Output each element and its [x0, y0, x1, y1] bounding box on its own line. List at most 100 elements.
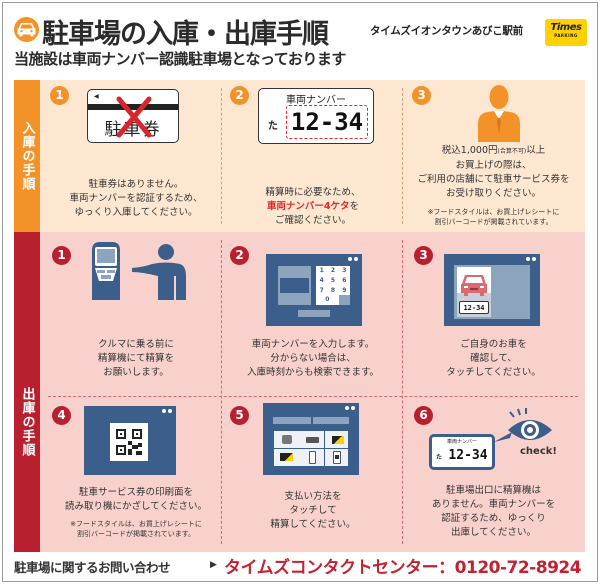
divider — [402, 88, 403, 224]
screen-button — [298, 310, 330, 317]
logo-sub-text: PARKING — [554, 33, 578, 38]
step-description: クルマに乗る前に 精算機にて精算を お願いします。 — [54, 338, 218, 380]
exit-side-label: 出庫の手順 — [19, 387, 35, 457]
text-line: 入庫時刻からも検索できます。 — [246, 367, 380, 378]
step-description: 駐車券はありません。 車両ナンバーを認証するため、 ゆっくり入庫してください。 — [54, 178, 218, 220]
step-number-badge: 3 — [412, 86, 431, 105]
keypad-key: 4 — [319, 276, 324, 284]
payment-method-screen-icon — [263, 403, 359, 475]
keypad: 1 2 3 4 5 6 7 8 9 0 — [316, 266, 350, 305]
page-subtitle: 当施設は車両ナンバー認識駐車場となっております — [14, 50, 346, 68]
screen-panel — [278, 266, 311, 305]
qr-code-icon — [116, 429, 142, 455]
text-line: タッチしてください。 — [446, 367, 541, 378]
entry-side-tab: 入庫の手順 — [14, 80, 40, 232]
exit-section: 出庫の手順 1 クルマに乗る前に 精算機にて精算を お願いします。 2 — [14, 232, 585, 552]
step-number-badge: 2 — [230, 86, 249, 105]
text-line: 読み取り機にかざしてください。 — [65, 501, 207, 512]
text-line: ゆっくり入庫してください。 — [74, 207, 198, 218]
card-icon — [306, 437, 319, 443]
keypad-key: 6 — [342, 276, 347, 284]
keypad-key: 0 — [325, 296, 330, 304]
payment-machine-person-icon — [92, 242, 186, 300]
text-line: クルマに乗る前に — [98, 339, 174, 350]
step-number-badge: 6 — [414, 406, 433, 425]
step-description: ご自身のお車を 確認して、 タッチしてください。 — [402, 338, 585, 380]
text-line: 駐車券はありません。 — [88, 179, 184, 190]
store-name: タイムズイオンタウンあびこ駅前 — [370, 25, 523, 37]
keypad-key: 3 — [342, 267, 347, 274]
plate-kana: た — [436, 454, 443, 461]
window-dots — [345, 406, 355, 410]
keypad-key: 5 — [330, 276, 336, 284]
note-line: ※フードスタイルは、お買上げレシートに — [70, 520, 202, 528]
text-line: ご確認ください。 — [274, 215, 351, 226]
qr-code-screen-icon — [84, 406, 176, 475]
eye-check-icon — [494, 408, 552, 442]
car-select-screen-icon: 12-34 — [444, 254, 540, 326]
times-logo: Times PARKING — [545, 19, 587, 46]
note-line: 割引バーコードが掲載されています。 — [434, 218, 553, 226]
arrow-right-icon: ▶ — [210, 560, 217, 570]
keypad-blank — [338, 295, 350, 305]
step-description: 精算時に必要なため、 車両ナンバー4ケタを ご確認ください。 — [224, 186, 402, 228]
text-line: タッチして — [289, 505, 337, 516]
text-line: ご自身のお車を — [460, 339, 527, 350]
step-number-badge: 3 — [414, 246, 433, 265]
plate-number: 12-34 — [448, 448, 488, 463]
keypad-key: 2 — [330, 267, 336, 274]
text-line: お願いします。 — [103, 367, 169, 378]
text-fragment: 以上 — [526, 145, 546, 156]
magnetic-stripe — [88, 104, 178, 110]
text-line: 駐車サービス券の印刷面を — [78, 487, 193, 498]
contact-center-phone: タイムズコンタクトセンター：0120-72-8924 — [224, 558, 582, 578]
step-description: 車両ナンバーを入力します。 分からない場合は、 入庫時刻からも検索できます。 — [224, 338, 402, 380]
no-parking-ticket-icon: ◀ 駐車券 — [87, 89, 179, 143]
text-line: 駐車場出口に精算機は — [445, 485, 541, 496]
phone-icon — [309, 451, 316, 464]
check-label: check! — [520, 446, 557, 457]
arrow-left-icon: ◀ — [94, 93, 99, 100]
payment-grid — [273, 430, 349, 467]
prepaid-card-icon — [280, 453, 293, 461]
text-line: 認証するため、ゆっくり — [441, 513, 546, 524]
divider — [48, 396, 578, 397]
keypad-key: 1 — [319, 267, 324, 274]
keypad-key: 9 — [342, 286, 347, 294]
cross-icon — [116, 96, 152, 138]
text-line: 分からない場合は、 — [270, 353, 356, 364]
step-number-badge: 5 — [230, 406, 249, 425]
note-line: ※フードスタイルは、お買上げレシートに — [427, 208, 560, 216]
step-description: 支払い方法を タッチして 精算してください。 — [224, 490, 402, 532]
step-number-badge: 1 — [50, 86, 69, 105]
entry-section: 入庫の手順 1 ◀ 駐車券 駐車券はありません。 車両ナンバーを認証するため、 … — [14, 80, 585, 232]
step-number-badge: 1 — [52, 246, 71, 265]
plate-kana: た — [268, 121, 278, 132]
text-fragment: を — [349, 201, 360, 212]
step-number-badge: 4 — [52, 406, 71, 425]
note-line: 割引バーコードが掲載されています。 — [76, 530, 196, 538]
text-line: お受け取りください。 — [445, 188, 541, 199]
highlight-text: 車両ナンバー4ケタ — [266, 201, 350, 212]
step-note: ※フードスタイルは、お買上げレシートに 割引バーコードが掲載されています。 — [54, 519, 218, 539]
step-description: 駐車サービス券の印刷面を 読み取り機にかざしてください。 — [54, 486, 218, 514]
mini-plate: 12-34 — [459, 301, 489, 314]
entry-side-label: 入庫の手順 — [19, 121, 35, 191]
text-line: 車両ナンバー4ケタを — [224, 200, 402, 214]
step-description: 税込1,000円(合算不可)以上 お買上げの際は、 ご利用の店舗にて駐車サービス… — [402, 144, 585, 201]
plate-header: 車両ナンバー — [286, 95, 346, 106]
coins-icon — [282, 435, 292, 444]
license-plate-icon: 車両ナンバー た 12-34 — [429, 434, 495, 470]
step-number-badge: 2 — [230, 246, 249, 265]
text-line: ありません。車両ナンバーを — [431, 499, 556, 510]
keypad-key: 7 — [319, 286, 324, 294]
text-line: 税込1,000円(合算不可)以上 — [402, 144, 585, 159]
text-line: 出庫してください。 — [451, 527, 536, 538]
plate-number: 12-34 — [286, 105, 368, 139]
car-icon — [461, 275, 487, 296]
text-line: 精算時に必要なため、 — [265, 187, 361, 198]
ic-card-icon — [332, 436, 344, 444]
page-title: 駐車場の入庫・出庫手順 — [42, 19, 329, 50]
text-line: 精算してください。 — [270, 519, 356, 530]
text-line: 車両ナンバーを認証するため、 — [69, 193, 203, 204]
